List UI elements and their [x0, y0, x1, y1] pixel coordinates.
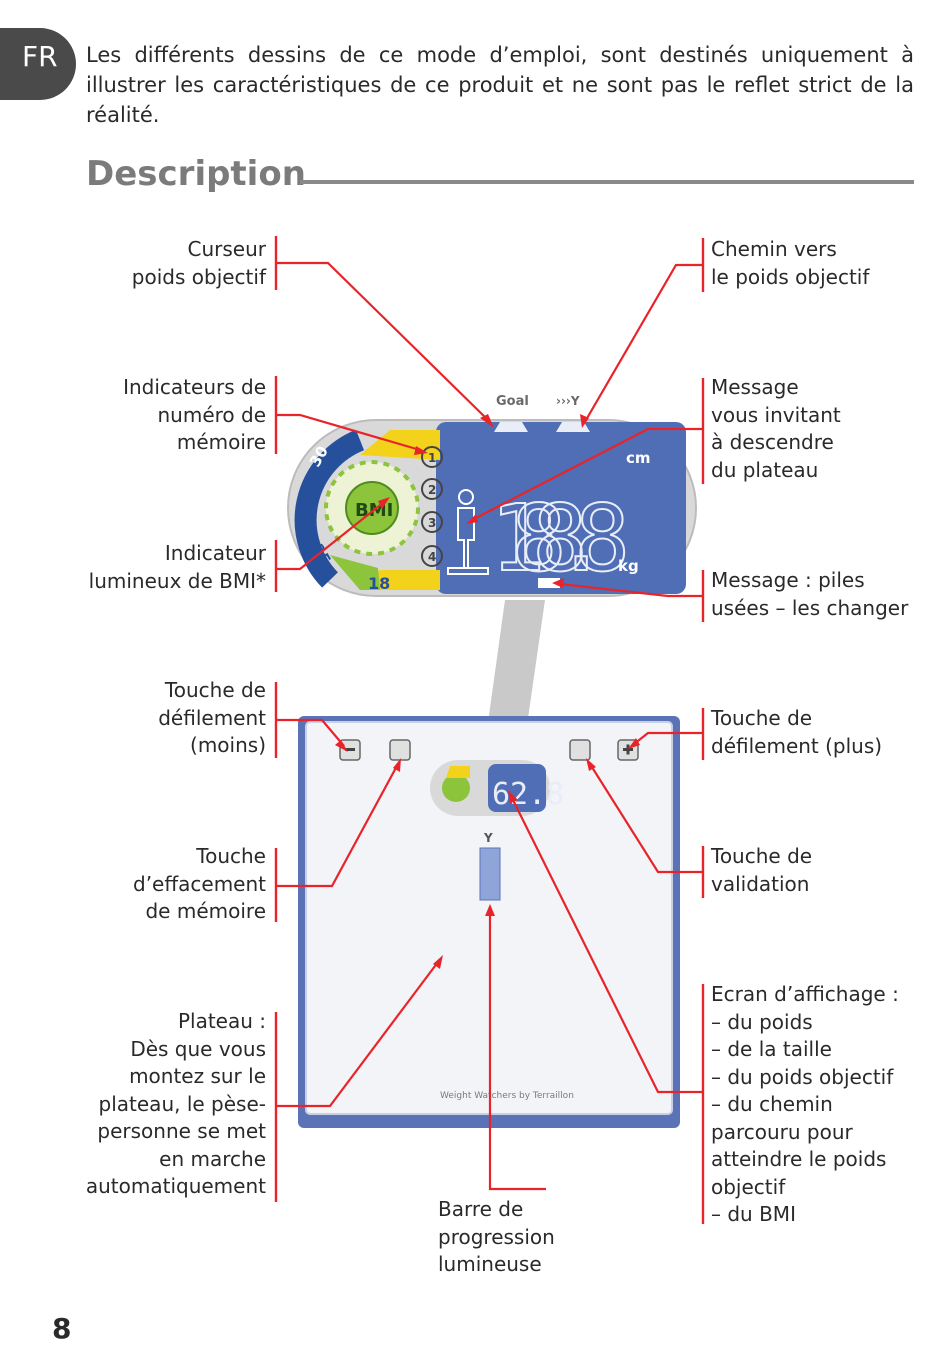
weight-digits: 188.8 [490, 485, 630, 592]
progress-goal-icon: Y [483, 831, 493, 845]
intro-text: Les différents dessins de ce mode d’empl… [86, 43, 914, 127]
small-weight-readout: 62.8 [492, 777, 564, 812]
progress-bar [479, 847, 501, 901]
page-number: 8 [52, 1312, 72, 1345]
memory-slot-3: 3 [428, 516, 436, 530]
label-chemin: Chemin vers le poids objectif [711, 237, 870, 289]
unit-cm: cm [626, 449, 651, 467]
goal-cursor-icon [494, 422, 528, 432]
title-rule [300, 180, 914, 184]
label-touche-moins: Touche de défilement (moins) [158, 678, 266, 757]
label-message-descendre: Message vous invitant à descendre du pla… [711, 375, 841, 482]
bmi-scale-arc [294, 429, 365, 588]
label-ecran: Ecran d’affichage : – du poids – de la t… [711, 982, 899, 1226]
label-barre: Barre de progression lumineuse [438, 1197, 555, 1276]
section-title: Description [86, 154, 306, 194]
label-touche-effacement: Touche d’effacement de mémoire [133, 844, 266, 923]
label-touche-validation: Touche de validation [711, 844, 813, 896]
goal-arrows-icon: ›››Y [556, 394, 580, 408]
memory-slot-4: 4 [428, 550, 436, 564]
label-touche-plus: Touche de défilement (plus) [711, 706, 883, 758]
bmi-sun-icon: BMI [324, 460, 420, 556]
goal-label: Goal [496, 394, 529, 409]
label-indicateurs: Indicateurs de numéro de mémoire [123, 375, 266, 454]
erase-memory-button[interactable] [389, 739, 411, 761]
battery-icon [538, 578, 560, 588]
label-message-piles: Message : piles usées – les changer [711, 568, 909, 620]
brand-logo: Weight Watchers by Terraillon [440, 1091, 574, 1101]
label-curseur: Curseur poids objectif [131, 237, 266, 289]
memory-slot-2: 2 [428, 483, 436, 497]
label-indicateur-bmi: Indicateur lumineux de BMI* [88, 541, 266, 593]
memory-indicators: 1 2 3 4 [421, 446, 443, 567]
label-plateau: Plateau : Dès que vous montez sur le pla… [85, 1009, 266, 1198]
memory-slot-1: 1 [428, 451, 436, 465]
language-label: FR [22, 40, 58, 73]
bmi-scale-18: 18 [368, 574, 390, 593]
validate-button[interactable] [569, 739, 591, 761]
unit-kg: kg [618, 557, 639, 575]
language-tab: FR [0, 28, 76, 100]
